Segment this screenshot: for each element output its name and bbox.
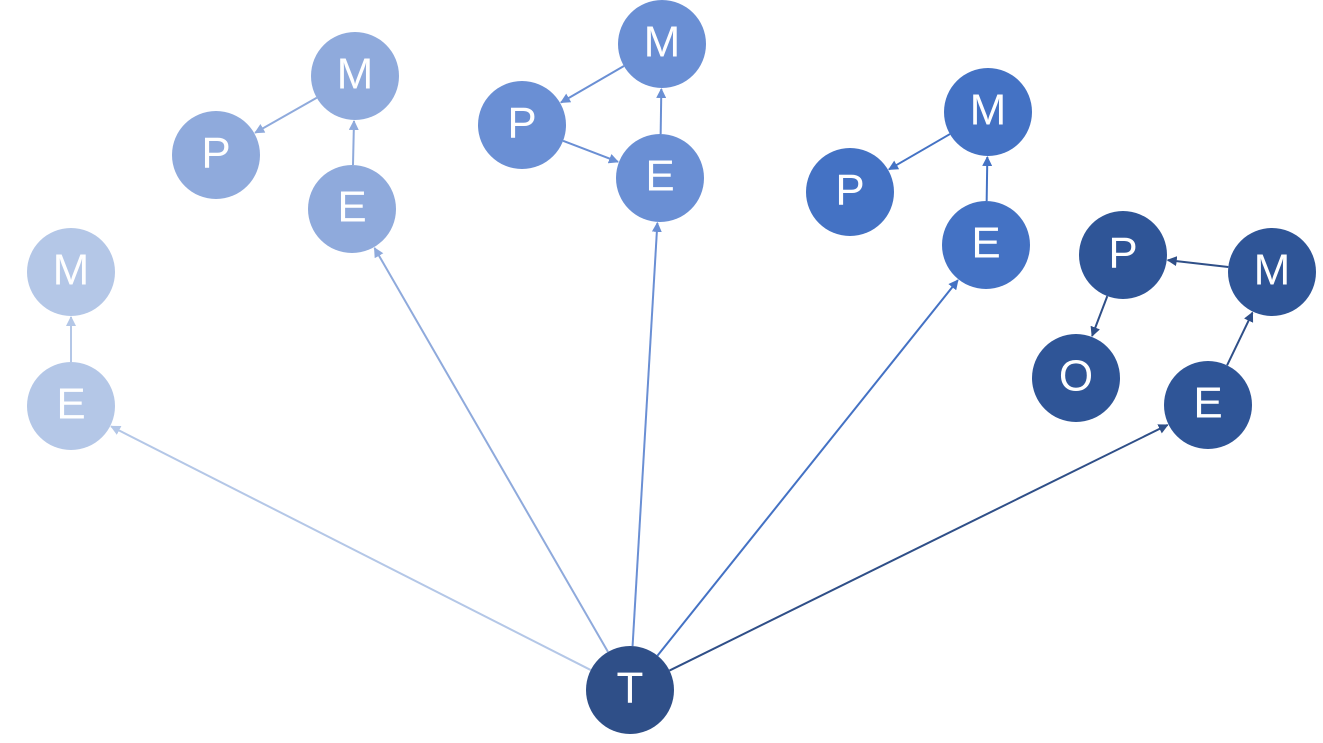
edge-t-to-e1 <box>110 425 592 671</box>
edge-m5-to-p5 <box>1166 256 1229 269</box>
node-circle <box>942 201 1030 289</box>
node-m3: M <box>618 0 706 88</box>
node-p3: P <box>478 81 566 169</box>
node-p2: P <box>172 111 260 199</box>
node-t: T <box>586 646 674 734</box>
node-m1: M <box>27 228 115 316</box>
node-circle <box>618 0 706 88</box>
node-m4: M <box>944 68 1032 156</box>
nodes-layer: T E M E M P E M P E M P E M P O <box>27 0 1316 734</box>
node-circle <box>1164 361 1252 449</box>
node-p4: P <box>806 148 894 236</box>
node-o5: O <box>1032 334 1120 422</box>
node-label: M <box>337 50 374 99</box>
edge-t-to-e3 <box>631 221 662 647</box>
node-label: P <box>507 99 536 148</box>
node-circle <box>311 32 399 120</box>
node-label: E <box>971 219 1000 268</box>
node-circle <box>27 362 115 450</box>
node-circle <box>1032 334 1120 422</box>
node-label: P <box>835 166 864 215</box>
edge-t-to-e4 <box>656 279 959 657</box>
edge-e3-to-m3 <box>656 87 667 135</box>
node-m5: M <box>1228 228 1316 316</box>
edge-e5-to-m5 <box>1226 311 1254 366</box>
node-circle <box>1228 228 1316 316</box>
node-circle <box>586 646 674 734</box>
node-e3: E <box>616 134 704 222</box>
edge-p3-to-e3 <box>562 139 619 164</box>
edge-t-to-e5 <box>669 424 1169 672</box>
node-circle <box>944 68 1032 156</box>
edge-m2-to-p2 <box>254 96 318 134</box>
node-label: E <box>337 183 366 232</box>
node-label: P <box>201 129 230 178</box>
node-e4: E <box>942 201 1030 289</box>
edge-m4-to-p4 <box>888 133 951 171</box>
node-label: E <box>1193 379 1222 428</box>
node-label: E <box>56 380 85 429</box>
node-e5: E <box>1164 361 1252 449</box>
node-e1: E <box>27 362 115 450</box>
node-circle <box>308 165 396 253</box>
edge-m3-to-p3 <box>560 65 625 104</box>
edges-layer <box>66 65 1254 672</box>
node-circle <box>478 81 566 169</box>
node-e2: E <box>308 165 396 253</box>
node-label: M <box>644 18 681 67</box>
edge-e2-to-m2 <box>348 119 359 166</box>
node-label: P <box>1108 229 1137 278</box>
edge-t-to-e2 <box>373 247 609 653</box>
node-circle <box>616 134 704 222</box>
node-circle <box>1079 211 1167 299</box>
node-label: M <box>1254 246 1291 295</box>
edge-p5-to-o5 <box>1090 295 1109 337</box>
node-m2: M <box>311 32 399 120</box>
node-label: E <box>645 152 674 201</box>
node-label: O <box>1059 352 1093 401</box>
node-label: M <box>970 86 1007 135</box>
node-label: M <box>53 246 90 295</box>
node-p5: P <box>1079 211 1167 299</box>
node-label: T <box>617 664 644 713</box>
node-circle <box>27 228 115 316</box>
node-circle <box>172 111 260 199</box>
edge-e4-to-m4 <box>982 155 993 202</box>
node-circle <box>806 148 894 236</box>
